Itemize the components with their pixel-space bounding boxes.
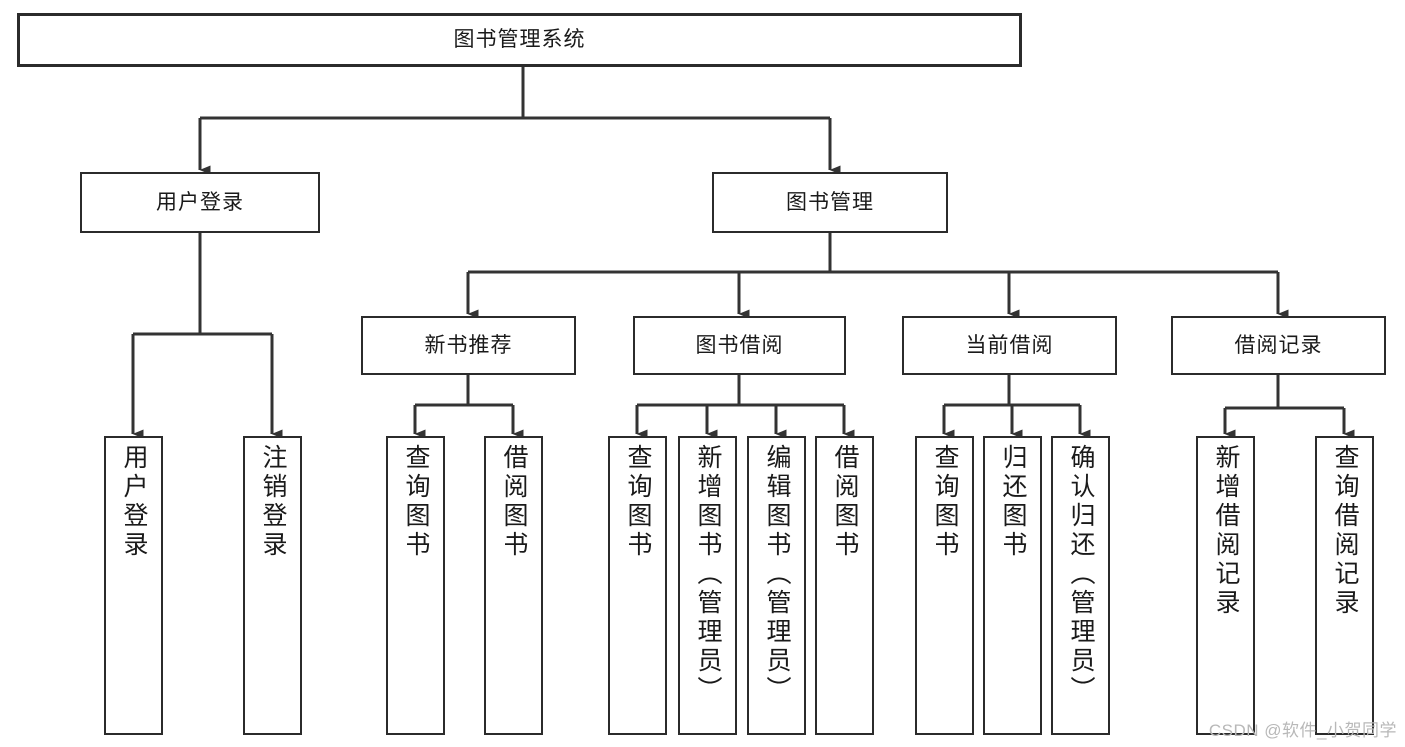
node-label: 借阅记录 xyxy=(1234,333,1323,357)
node-label: 用户登录 xyxy=(156,190,244,214)
node-label: 图书管理 xyxy=(786,190,874,214)
node-leaf-query-borrow-record[interactable]: 查询借阅记录 xyxy=(1315,436,1374,735)
node-label: 查询借阅记录 xyxy=(1331,444,1359,618)
node-leaf-return-book[interactable]: 归还图书 xyxy=(983,436,1042,735)
node-label: 当前借阅 xyxy=(965,333,1054,357)
node-label: 借阅图书 xyxy=(831,444,859,560)
node-leaf-query-book-current[interactable]: 查询图书 xyxy=(915,436,974,735)
node-label: 查询图书 xyxy=(624,444,652,560)
node-leaf-borrow-book[interactable]: 借阅图书 xyxy=(815,436,874,735)
node-leaf-add-book-admin[interactable]: 新增图书（管理员） xyxy=(678,436,737,735)
node-label: 归还图书 xyxy=(999,444,1027,560)
node-leaf-add-borrow-record[interactable]: 新增借阅记录 xyxy=(1196,436,1255,735)
node-user-login[interactable]: 用户登录 xyxy=(80,172,320,233)
node-label: 新增借阅记录 xyxy=(1212,444,1240,618)
node-label: 借阅图书 xyxy=(500,444,528,560)
node-leaf-query-book[interactable]: 查询图书 xyxy=(608,436,667,735)
node-label: 编辑图书（管理员） xyxy=(763,444,791,705)
node-label: 新增图书（管理员） xyxy=(694,444,722,705)
csdn-watermark: CSDN @软件_小贺同学 xyxy=(1208,721,1397,740)
node-leaf-logout[interactable]: 注销登录 xyxy=(243,436,302,735)
node-label: 注销登录 xyxy=(259,444,287,560)
node-label: 用户登录 xyxy=(120,444,148,560)
node-book-borrow[interactable]: 图书借阅 xyxy=(633,316,846,375)
node-leaf-confirm-return-admin[interactable]: 确认归还（管理员） xyxy=(1051,436,1110,735)
node-leaf-user-login[interactable]: 用户登录 xyxy=(104,436,163,735)
node-book-management[interactable]: 图书管理 xyxy=(712,172,948,233)
node-label: 新书推荐 xyxy=(424,333,513,357)
node-leaf-query-book-recommend[interactable]: 查询图书 xyxy=(386,436,445,735)
node-label: 图书借阅 xyxy=(695,333,784,357)
node-label: 确认归还（管理员） xyxy=(1067,444,1095,705)
node-borrow-record[interactable]: 借阅记录 xyxy=(1171,316,1386,375)
node-label: 查询图书 xyxy=(402,444,430,560)
node-label: 查询图书 xyxy=(931,444,959,560)
node-leaf-edit-book-admin[interactable]: 编辑图书（管理员） xyxy=(747,436,806,735)
node-root-book-management-system[interactable]: 图书管理系统 xyxy=(17,13,1022,67)
node-new-book-recommendation[interactable]: 新书推荐 xyxy=(361,316,576,375)
node-leaf-borrow-book-recommend[interactable]: 借阅图书 xyxy=(484,436,543,735)
node-label: 图书管理系统 xyxy=(453,28,586,52)
node-current-borrow[interactable]: 当前借阅 xyxy=(902,316,1117,375)
